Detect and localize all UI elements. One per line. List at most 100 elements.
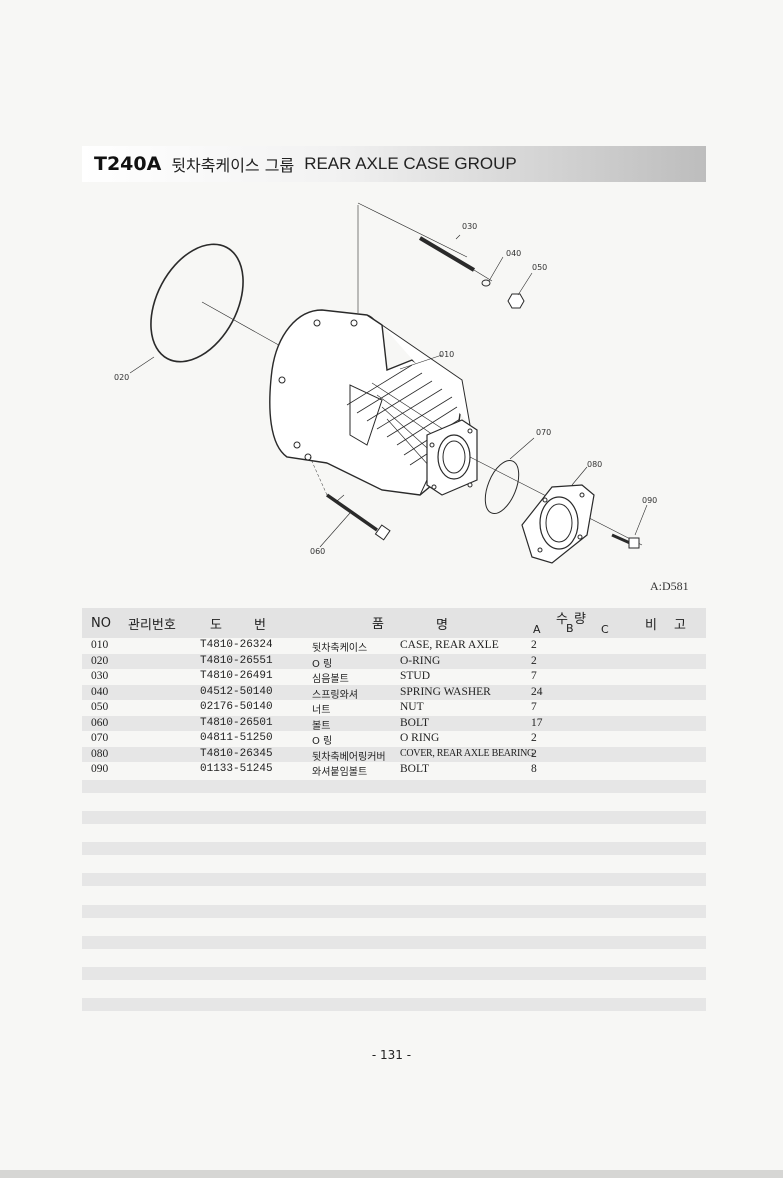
part-number: T4810-26345 [200, 747, 273, 760]
part-name-english: BOLT [400, 716, 429, 729]
part-number: T4810-26551 [200, 654, 273, 667]
empty-row-band [82, 811, 706, 824]
callout-040: 040 [506, 249, 521, 258]
header-mgmt-number: 관리번호 [128, 618, 176, 633]
quantity-a: 2 [531, 732, 537, 744]
group-title-bar: T240A 뒷차축케이스 그룹 REAR AXLE CASE GROUP [82, 146, 706, 182]
quantity-a: 24 [531, 685, 543, 698]
diagram-reference: A:D581 [650, 579, 689, 593]
parts-table: NO 관리번호 도 번 품 명 수 량 A B C 비 고 010 T4810-… [82, 608, 706, 778]
table-row: 090 01133-51245 와셔붙임볼트 BOLT 8 [82, 762, 706, 778]
header-no: NO [91, 616, 111, 631]
table-row: 040 04512-50140 스프링와셔 SPRING WASHER 24 [82, 684, 706, 701]
bearing-cover-080-drawing [521, 484, 595, 564]
spring-washer-040-drawing [481, 279, 491, 287]
empty-row-band [82, 780, 706, 793]
part-number: 04512-50140 [200, 685, 273, 698]
part-number: 02176-50140 [200, 701, 273, 713]
callout-060: 060 [310, 547, 325, 556]
part-name-english: CASE, REAR AXLE [400, 639, 499, 651]
row-number: 010 [91, 639, 109, 651]
quantity-a: 2 [531, 654, 537, 667]
part-name-english: BOLT [400, 763, 429, 775]
callout-080: 080 [587, 460, 602, 469]
group-title-english: REAR AXLE CASE GROUP [304, 154, 517, 173]
header-go: 고 [674, 618, 686, 633]
empty-row-band [82, 842, 706, 855]
header-beon: 번 [254, 618, 266, 633]
header-qty-b: B [566, 622, 574, 635]
page-number: - 131 - [371, 1048, 412, 1062]
part-name-korean: 너트 [312, 705, 331, 716]
part-name-korean: 와셔붙임볼트 [312, 767, 368, 778]
bolt-090-drawing [611, 504, 648, 549]
part-name-korean: O 링 [312, 658, 333, 670]
table-row: 020 T4810-26551 O 링 O-RING 2 [82, 653, 706, 670]
callout-030: 030 [462, 222, 477, 231]
quantity-a: 2 [531, 639, 537, 651]
row-number: 090 [91, 763, 109, 775]
o-ring-070-drawing [484, 460, 520, 514]
rear-axle-case-010-drawing [269, 309, 478, 496]
part-number: T4810-26491 [200, 670, 273, 682]
part-name-english: NUT [400, 701, 424, 713]
table-row: 080 T4810-26345 뒷차축베어링커버 COVER, REAR AXL… [82, 746, 706, 763]
empty-row-band [82, 905, 706, 918]
quantity-a: 17 [531, 716, 543, 729]
table-row: 030 T4810-26491 심음볼트 STUD 7 [82, 669, 706, 685]
row-number: 020 [91, 654, 109, 667]
part-number: 01133-51245 [200, 763, 273, 775]
part-name-korean: O 링 [312, 736, 333, 747]
header-qty-c: C [601, 623, 609, 636]
scan-edge [0, 1170, 783, 1178]
bolt-060-drawing [309, 456, 391, 548]
part-name-english: O-RING [400, 654, 441, 667]
stud-030-drawing [418, 234, 493, 282]
row-number: 060 [91, 716, 109, 729]
quantity-a: 7 [531, 701, 537, 713]
callout-090: 090 [642, 496, 657, 505]
row-number: 050 [91, 701, 109, 713]
quantity-a: 7 [531, 670, 537, 682]
part-name-korean: 심음볼트 [312, 674, 349, 685]
empty-row-band [82, 936, 706, 949]
part-name-english: STUD [400, 670, 431, 682]
part-number: T4810-26324 [200, 639, 273, 651]
header-qty-a: A [533, 623, 541, 636]
part-number: 04811-51250 [200, 732, 273, 744]
table-row: 060 T4810-26501 볼트 BOLT 17 [82, 715, 706, 732]
quantity-a: 2 [531, 747, 537, 760]
callout-050: 050 [532, 263, 547, 272]
exploded-view-drawing: 010 020 030 040 050 060 070 080 090 [114, 202, 657, 564]
part-name-english: O RING [400, 732, 440, 744]
parts-table-header: NO 관리번호 도 번 품 명 수 량 A B C 비 고 [82, 608, 706, 638]
header-pum: 품 [372, 617, 384, 632]
row-number: 030 [91, 670, 109, 682]
part-name-english: COVER, REAR AXLE BEARING [400, 747, 534, 759]
table-row: 010 T4810-26324 뒷차축케이스 CASE, REAR AXLE 2 [82, 638, 706, 654]
exploded-parts-diagram: 010 020 030 040 050 060 070 080 090 [82, 195, 706, 595]
quantity-a: 8 [531, 763, 537, 775]
row-number: 070 [91, 732, 109, 744]
group-code: T240A [94, 153, 162, 175]
callout-070: 070 [536, 428, 551, 437]
row-number: 040 [91, 685, 109, 698]
part-number: T4810-26501 [200, 716, 273, 729]
empty-row-band [82, 967, 706, 980]
header-bi: 비 [645, 618, 657, 633]
group-title-korean: 뒷차축케이스 그룹 [171, 156, 295, 175]
table-row: 050 02176-50140 너트 NUT 7 [82, 700, 706, 716]
part-name-korean: 스프링와셔 [312, 689, 358, 701]
table-row: 070 04811-51250 O 링 O RING 2 [82, 731, 706, 747]
header-su: 수 [556, 612, 568, 627]
part-name-korean: 뒷차축케이스 [312, 643, 368, 654]
empty-row-band [82, 998, 706, 1011]
part-name-english: SPRING WASHER [400, 685, 491, 698]
header-myeong: 명 [436, 618, 448, 633]
row-number: 080 [91, 747, 109, 760]
part-name-korean: 뒷차축베어링커버 [312, 751, 386, 763]
callout-020: 020 [114, 373, 129, 382]
header-ryang: 량 [574, 612, 586, 627]
callout-010: 010 [439, 350, 454, 359]
empty-row-band [82, 873, 706, 886]
